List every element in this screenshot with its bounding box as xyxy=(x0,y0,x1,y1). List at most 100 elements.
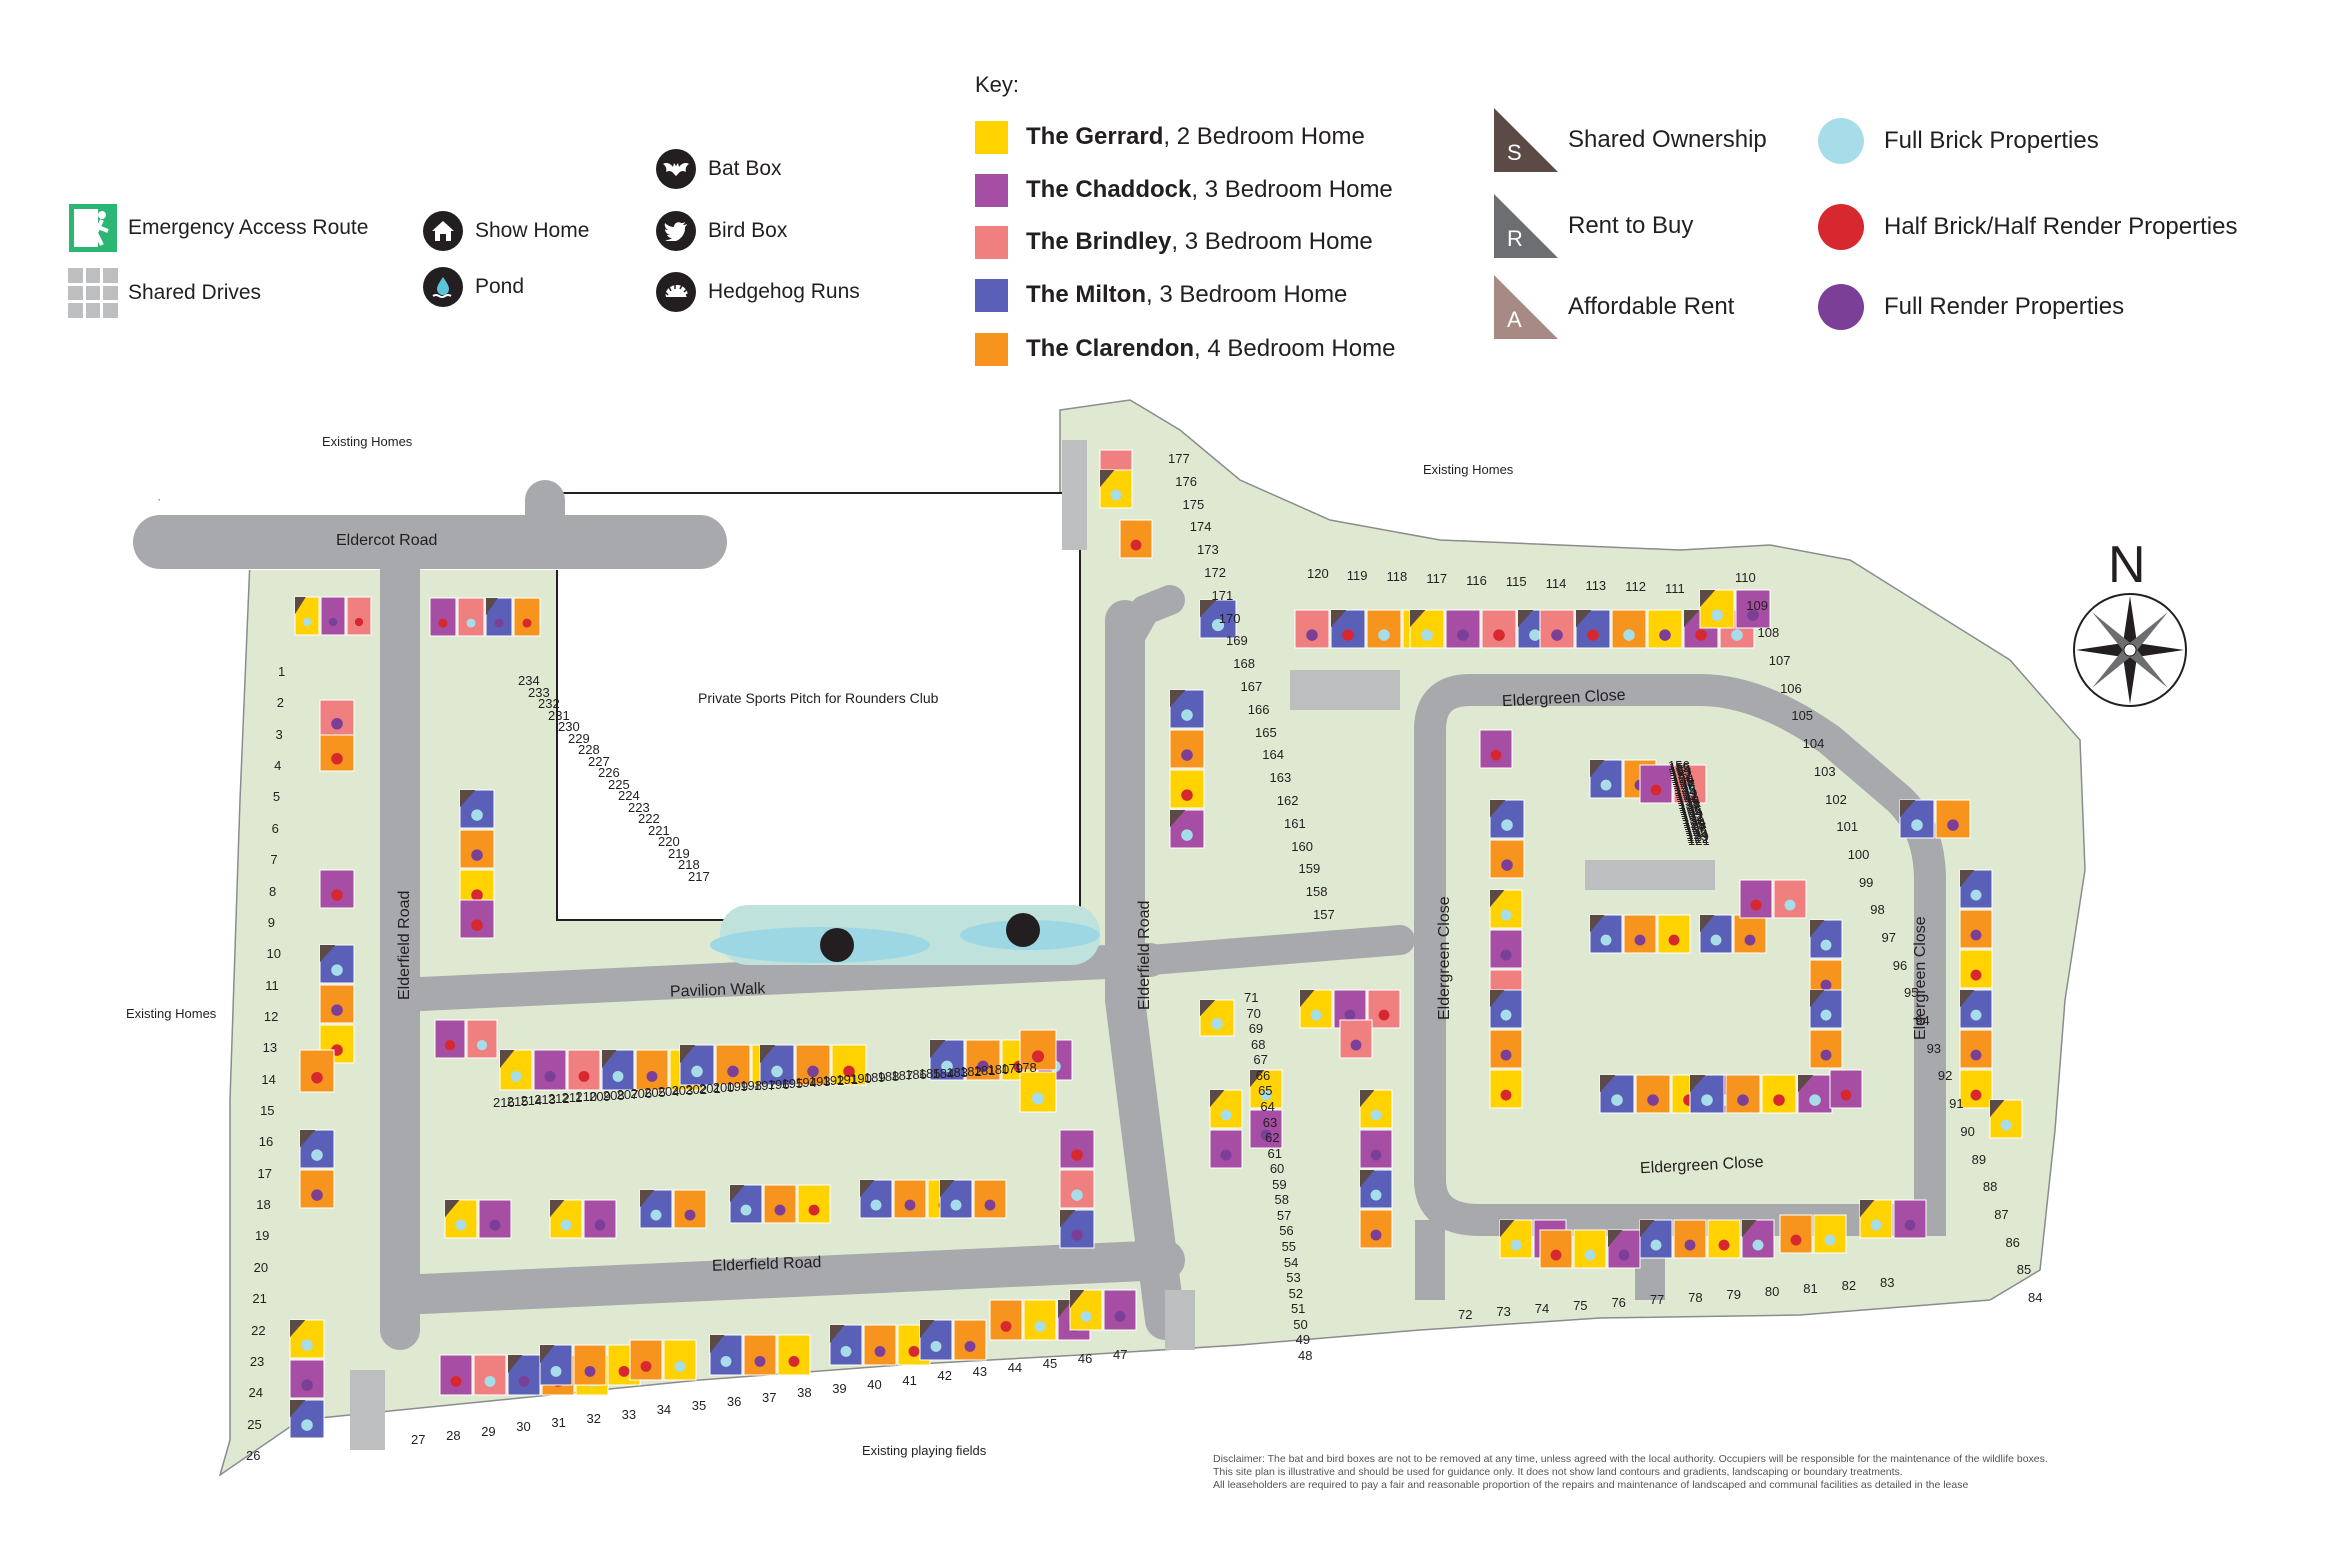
material-dot xyxy=(774,1204,786,1216)
plot-number-w-3: 3 xyxy=(275,726,283,742)
plot-number-ring-126: 126 xyxy=(1685,822,1707,838)
material-dot xyxy=(1659,629,1671,641)
plot-number-cn-172: 172 xyxy=(1204,565,1226,580)
plot-number-cn-173: 173 xyxy=(1197,542,1219,558)
legend-shared-ownership: S Shared Ownership xyxy=(1494,108,1767,172)
material-dot xyxy=(484,1375,496,1387)
tenure-marker xyxy=(1798,1075,1814,1093)
house-plot xyxy=(459,829,495,869)
house-plot xyxy=(1989,1099,2023,1139)
tenure-marker xyxy=(295,597,306,615)
plot-number-se-63: 63 xyxy=(1262,1114,1278,1130)
material-dot xyxy=(489,1219,501,1231)
house-plot xyxy=(1119,519,1153,559)
plot-number-cb-185: 185 xyxy=(918,1066,941,1082)
legend-shared-drives: Shared Drives xyxy=(68,268,261,318)
material-dot xyxy=(1731,629,1743,641)
material-dot xyxy=(444,1039,456,1051)
material-dot xyxy=(720,1355,732,1367)
disclaimer-line-3: All leaseholders are required to pay a f… xyxy=(1213,1479,1969,1491)
house-plot xyxy=(989,1299,1023,1341)
house-plot xyxy=(1367,989,1401,1029)
material-dot xyxy=(1970,969,1982,981)
plot-number-s-36: 36 xyxy=(726,1393,742,1409)
material-dot xyxy=(1080,1310,1092,1322)
tenure-marker xyxy=(1700,915,1715,933)
house-plot xyxy=(1294,609,1330,649)
legend-full-render: Full Render Properties xyxy=(1818,284,2124,330)
material-dot xyxy=(1695,629,1707,641)
existing-homes-ne-label: Existing Homes xyxy=(1423,462,1514,477)
plot-number-w-23: 23 xyxy=(249,1353,265,1369)
shared-drives-label: Shared Drives xyxy=(128,281,262,304)
material-dot xyxy=(1500,1049,1512,1061)
plot-number-cn-163: 163 xyxy=(1269,770,1292,786)
house-plot xyxy=(319,984,355,1024)
plot-number-s-46: 46 xyxy=(1077,1351,1093,1367)
material-dot xyxy=(544,1070,556,1082)
plot-number-w-22: 22 xyxy=(251,1322,266,1338)
plot-number-se-64: 64 xyxy=(1260,1098,1275,1114)
plot-number-ring-152: 152 xyxy=(1670,766,1692,782)
house-plot xyxy=(1339,1019,1373,1059)
plot-number-cn-176: 176 xyxy=(1175,473,1197,489)
plot-number-se-59: 59 xyxy=(1272,1176,1287,1192)
plot-number-e-89: 89 xyxy=(1971,1151,1987,1167)
material-dot xyxy=(640,1360,652,1372)
plot-number-e-93: 93 xyxy=(1926,1040,1942,1056)
plot-number-egs-77: 77 xyxy=(1649,1292,1665,1308)
plot-number-ring-133: 133 xyxy=(1681,807,1703,823)
material-dot xyxy=(1587,629,1599,641)
house-plot xyxy=(583,1199,617,1239)
shared-drive xyxy=(1585,860,1715,890)
tenure-marker xyxy=(1490,890,1505,908)
material-dot xyxy=(331,753,343,765)
plot-number-w-21: 21 xyxy=(252,1291,267,1307)
plot-number-cn-170: 170 xyxy=(1218,610,1241,626)
tenure-marker xyxy=(1250,1070,1265,1088)
house-plot xyxy=(1761,1074,1797,1114)
material-dot xyxy=(560,1219,572,1231)
plot-number-ring-155: 155 xyxy=(1668,760,1691,776)
material-dot xyxy=(1510,1239,1522,1251)
material-dot xyxy=(311,1189,323,1201)
material-dot xyxy=(1500,1009,1512,1021)
plot-number-cb-208: 208 xyxy=(602,1087,625,1103)
plot-number-cb-190: 190 xyxy=(850,1071,872,1087)
material-dot xyxy=(1071,1149,1083,1161)
plot-number-egs-80: 80 xyxy=(1764,1283,1780,1299)
material-dot xyxy=(1650,1239,1662,1251)
house-plot xyxy=(1169,729,1205,769)
house-plot xyxy=(1611,609,1647,649)
plot-number-s-40: 40 xyxy=(867,1376,882,1392)
material-dot xyxy=(438,618,448,628)
house-plot xyxy=(1209,1129,1243,1169)
plot-number-cb-216: 216 xyxy=(493,1095,515,1110)
tenure-marker xyxy=(1200,1000,1216,1017)
house-plot xyxy=(473,1354,507,1396)
material-dot xyxy=(476,1039,488,1051)
plot-number-s-42: 42 xyxy=(937,1368,952,1384)
legend-pond: Pond xyxy=(423,267,524,307)
plot-number-ring-128: 128 xyxy=(1684,818,1706,833)
legend-show-home: Show Home xyxy=(423,211,589,251)
house-plot xyxy=(1959,949,1993,989)
material-dot xyxy=(1584,1249,1596,1261)
plot-number-ring-150: 150 xyxy=(1671,770,1694,786)
material-dot xyxy=(1031,1050,1045,1063)
plot-number-n-118: 118 xyxy=(1386,569,1408,585)
material-dot xyxy=(1378,629,1390,641)
full-render-dot xyxy=(1818,284,1864,330)
tenure-marker xyxy=(920,1320,935,1338)
plot-number-e-86: 86 xyxy=(2005,1234,2020,1250)
material-dot xyxy=(1306,629,1318,641)
material-dot xyxy=(1130,539,1142,551)
plot-number-nw-222: 222 xyxy=(638,811,660,827)
material-dot xyxy=(684,1209,696,1221)
material-dot xyxy=(984,1199,996,1211)
plot-number-s-44: 44 xyxy=(1007,1359,1023,1375)
material-dot xyxy=(1350,1039,1362,1051)
material-dot xyxy=(1378,1009,1390,1021)
house-plot xyxy=(1019,1071,1057,1113)
plot-number-w-6: 6 xyxy=(271,820,279,836)
